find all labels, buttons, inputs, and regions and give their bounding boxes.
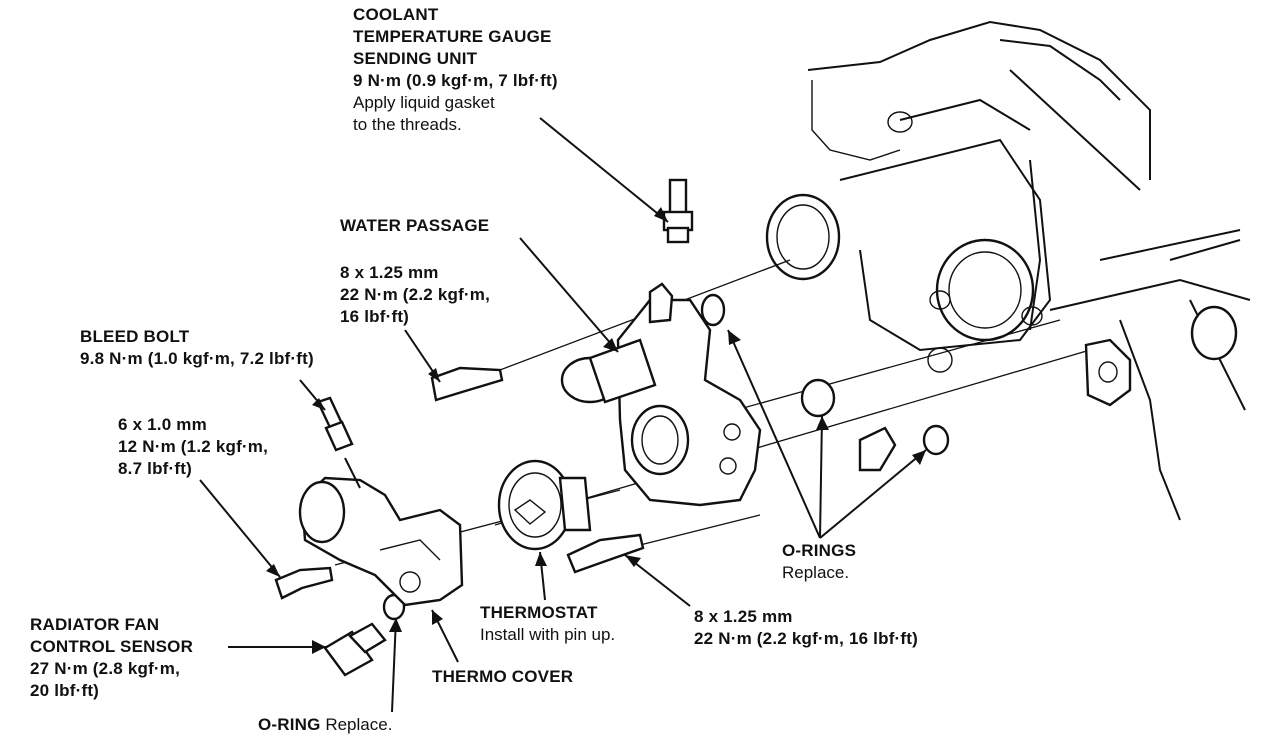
o-ring-drawings [382,293,950,621]
upper-bolt-torque-line-1: 22 N·m (2.2 kgf·m, [340,285,491,304]
coolant-sensor-note-line-1: Apply liquid gasket [353,93,495,112]
water-passage-label: WATER PASSAGE [340,215,489,237]
small-bolt-size: 6 x 1.0 mm [118,415,207,434]
upper-bolt-label: 8 x 1.25 mm 22 N·m (2.2 kgf·m, 16 lbf·ft… [340,262,490,328]
thermo-cover-name: THERMO COVER [432,667,574,686]
leader-lines [199,117,927,713]
lower-bolt-label: 8 x 1.25 mm 22 N·m (2.2 kgf·m, 16 lbf·ft… [694,606,918,650]
water-passage-name: WATER PASSAGE [340,216,490,235]
thermostat-note: Install with pin up. [480,625,616,644]
o-ring-bottom-name: O-RING [258,715,321,734]
engine-block-drawing [765,20,1251,521]
bleed-bolt-torque: 9.8 N·m (1.0 kgf·m, 7.2 lbf·ft) [80,349,314,368]
thermostat-label: THERMOSTAT Install with pin up. [480,602,615,646]
thermostat-name: THERMOSTAT [480,603,598,622]
o-rings-label: O-RINGS Replace. [782,540,856,584]
upper-bolt-torque-line-2: 16 lbf·ft) [340,307,410,326]
small-bolt-torque-line-2: 8.7 lbf·ft) [118,459,192,478]
o-rings-note: Replace. [782,563,850,582]
coolant-sensor-name-line-1: COOLANT [353,5,439,24]
lower-bolt-torque: 22 N·m (2.2 kgf·m, 16 lbf·ft) [694,629,918,648]
fan-sensor-name-line-1: RADIATOR FAN [30,615,160,634]
o-ring-bottom-label: O-RING Replace. [258,714,392,736]
fan-sensor-torque-line-2: 20 lbf·ft) [30,681,100,700]
coolant-sensor-name-line-3: SENDING UNIT [353,49,478,68]
coolant-sensor-torque: 9 N·m (0.9 kgf·m, 7 lbf·ft) [353,71,558,90]
bolt-drawings [274,366,645,600]
small-bolt-torque-line-1: 12 N·m (1.2 kgf·m, [118,437,269,456]
bleed-bolt-drawing [316,396,354,452]
radiator-fan-sensor-label: RADIATOR FAN CONTROL SENSOR 27 N·m (2.8 … [30,614,193,702]
coolant-sending-unit-drawing [662,178,694,244]
lower-bolt-size: 8 x 1.25 mm [694,607,793,626]
o-rings-name: O-RINGS [782,541,857,560]
right-flange-drawing [858,338,1132,472]
coolant-sensor-note-line-2: to the threads. [353,115,462,134]
bleed-bolt-label: BLEED BOLT 9.8 N·m (1.0 kgf·m, 7.2 lbf·f… [80,326,314,370]
coolant-sensor-name-line-2: TEMPERATURE GAUGE [353,27,552,46]
fan-sensor-torque-line-1: 27 N·m (2.8 kgf·m, [30,659,181,678]
bleed-bolt-name: BLEED BOLT [80,327,190,346]
thermo-cover-drawing [298,476,464,607]
fan-sensor-drawing [323,622,387,677]
small-bolt-label: 6 x 1.0 mm 12 N·m (1.2 kgf·m, 8.7 lbf·ft… [118,414,268,480]
upper-bolt-size: 8 x 1.25 mm [340,263,439,282]
fan-sensor-name-line-2: CONTROL SENSOR [30,637,194,656]
coolant-sensor-label: COOLANT TEMPERATURE GAUGE SENDING UNIT 9… [353,4,558,136]
o-ring-bottom-note: Replace. [325,715,393,734]
water-passage-drawing [560,282,762,507]
thermo-cover-label: THERMO COVER [432,666,573,688]
thermostat-drawing [497,459,592,551]
